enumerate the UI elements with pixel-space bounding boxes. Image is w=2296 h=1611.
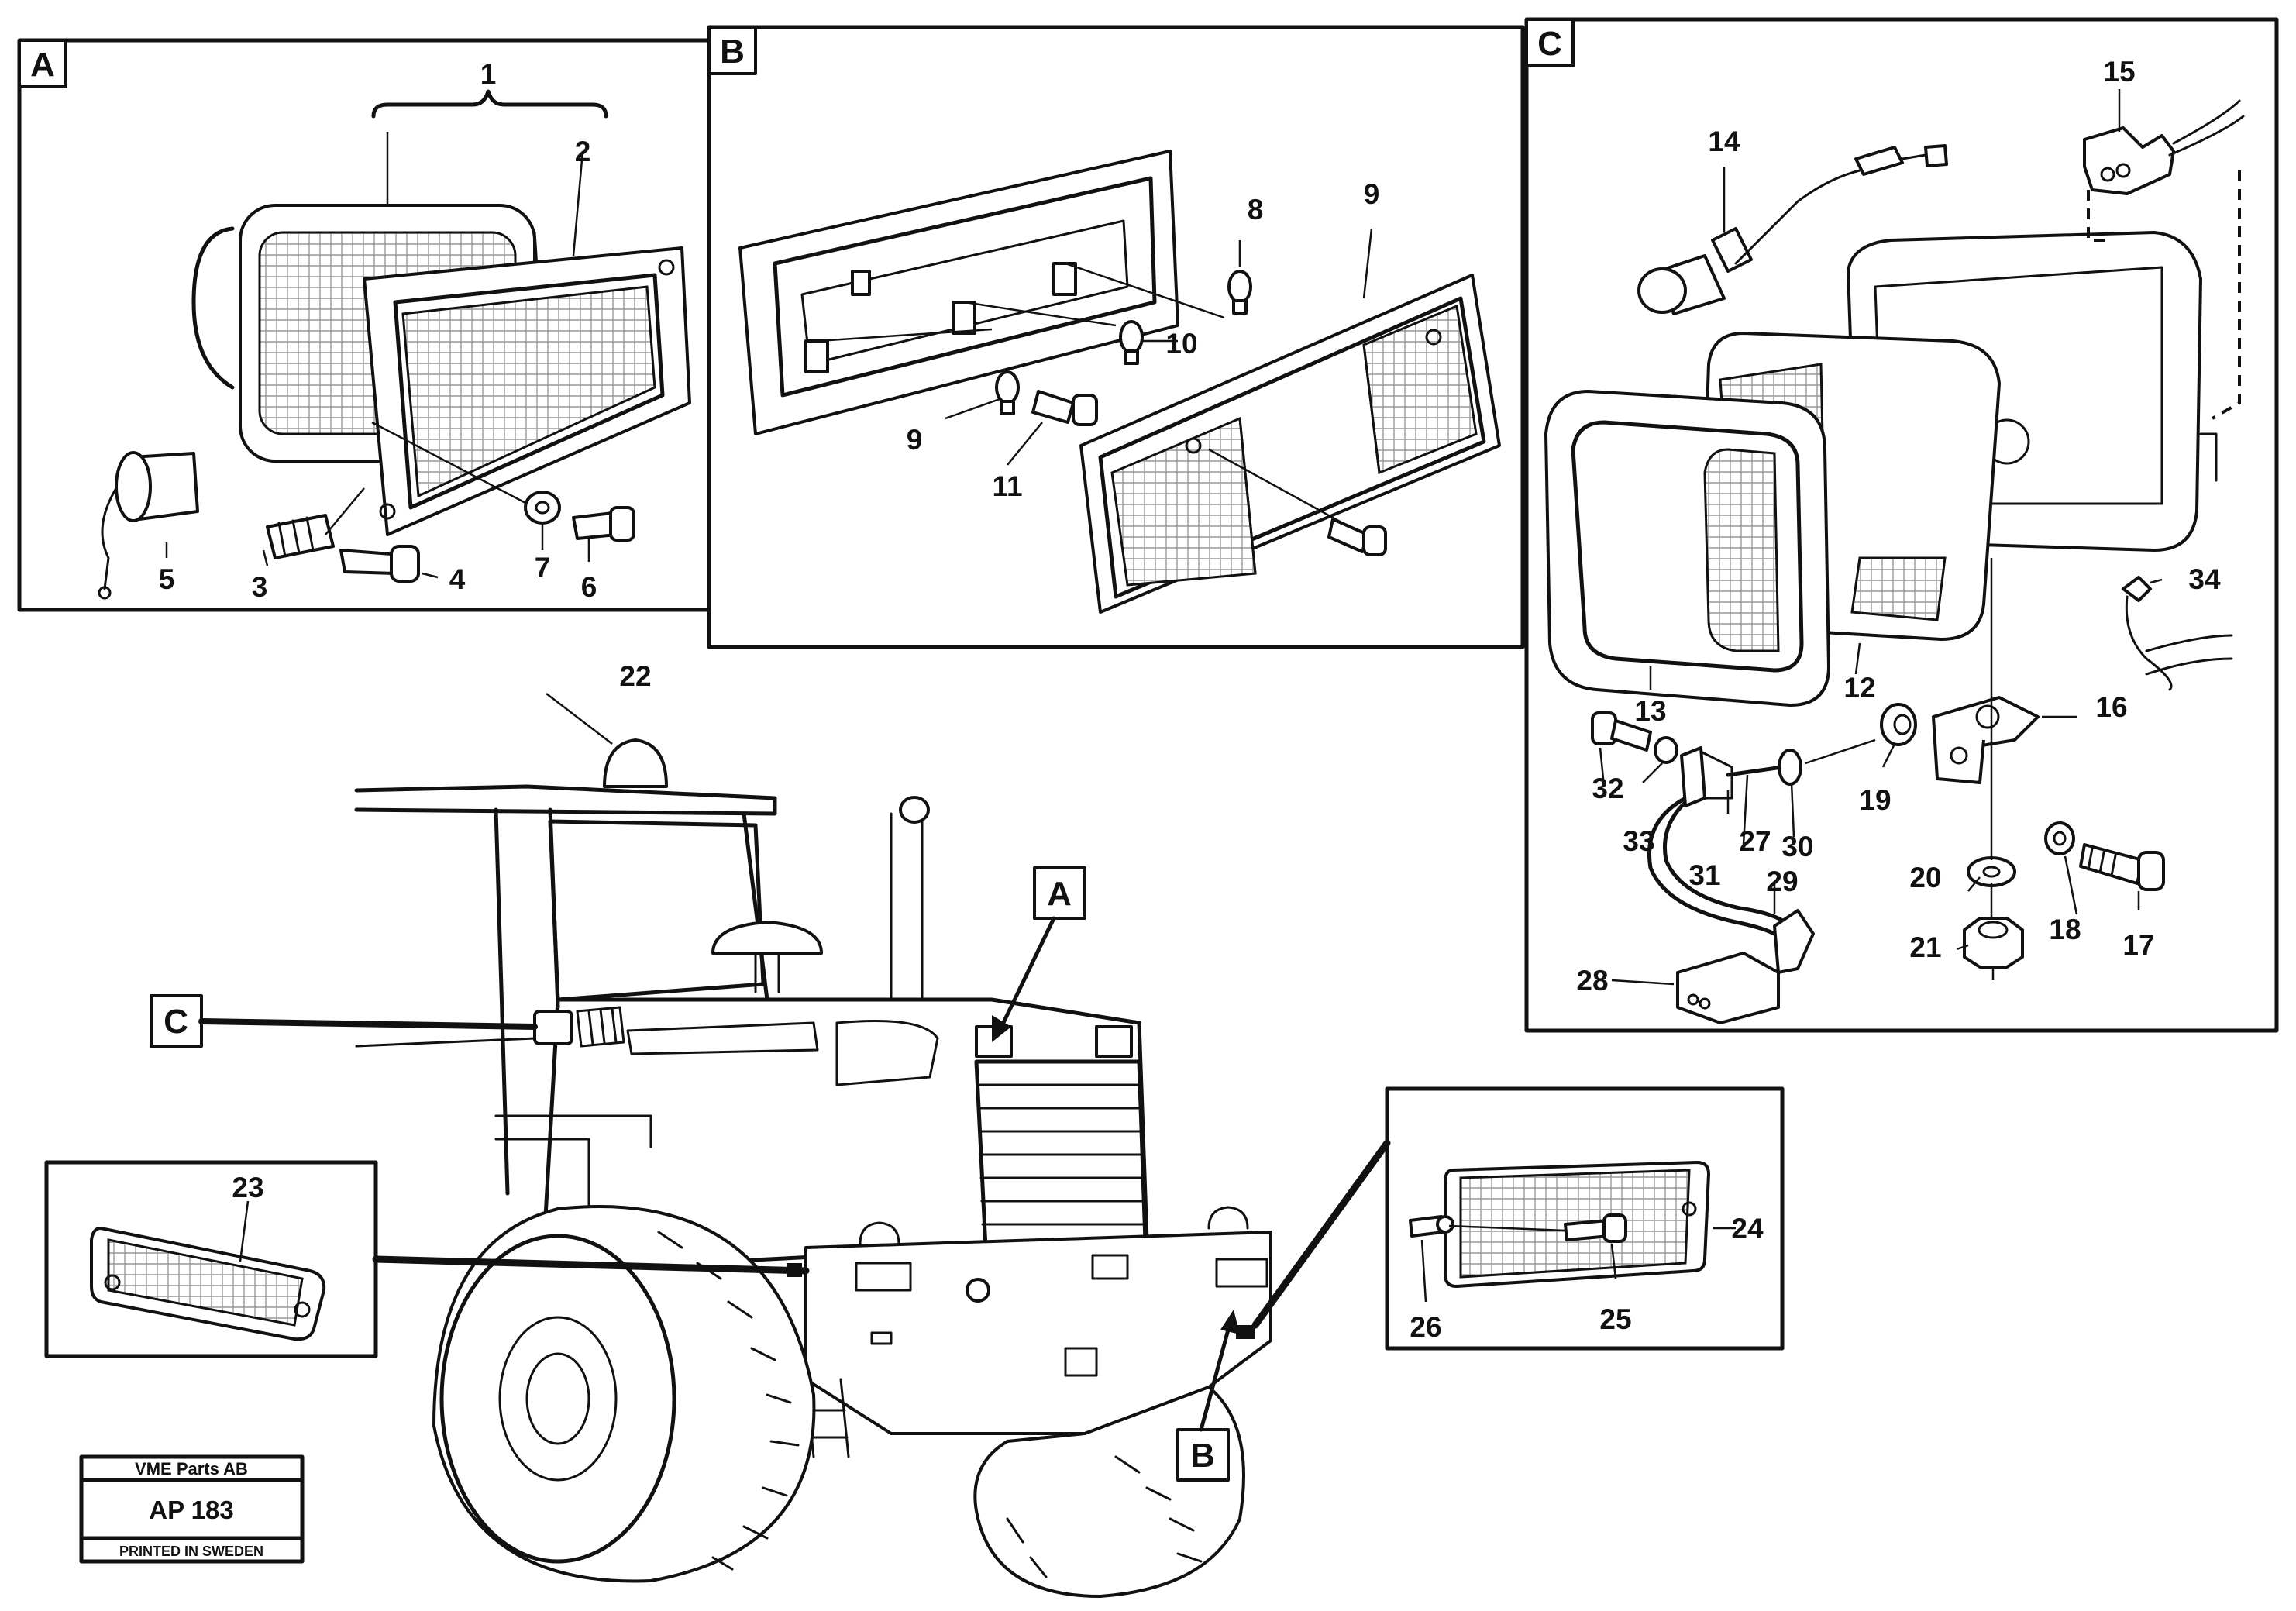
label-33: 33 [1623,825,1654,857]
clamp-31 [1680,746,1733,807]
label-12: 12 [1843,672,1875,704]
label-1-bracket [371,89,608,119]
tire-left [432,1205,816,1583]
label-5: 5 [159,563,175,595]
label-22: 22 [619,660,651,692]
right-inset: 24 25 26 [1251,1086,1785,1351]
panel-b-frame [707,25,1525,649]
lamp-rim-13 [1544,390,1830,707]
screw-11 [1031,390,1098,426]
screw-lens [1327,518,1387,556]
label-1: 1 [480,58,497,90]
label-30: 30 [1781,831,1813,862]
connector-15 [2083,99,2245,420]
rod-27 [1726,765,1785,777]
label-9-upper: 9 [1364,178,1380,210]
nut-19 [1880,703,1917,746]
label-29: 29 [1766,866,1798,897]
washer-33 [1654,736,1678,764]
callout-c: C [150,994,538,1048]
washer-18 [2044,821,2075,855]
bolt-17 [2079,843,2165,891]
bulb-9-lower [995,370,1020,415]
label-32: 32 [1592,773,1623,804]
label-3: 3 [252,571,268,603]
label-6: 6 [581,571,597,603]
bracket-16 [1932,696,2040,784]
beacon [603,738,668,788]
panel-a: A [17,38,711,612]
label-34: 34 [2188,563,2221,595]
grille-light-left [975,1025,1013,1058]
screw-6 [572,506,635,542]
stamp-code: AP 183 [149,1496,233,1524]
label-25: 25 [1599,1303,1631,1335]
panel-b: B [707,25,1525,649]
left-inset: 23 [44,1160,810,1358]
cab-work-light [533,1010,573,1045]
label-27: 27 [1739,825,1771,857]
panel-c: C [1524,17,2279,1033]
panel-a-tag-box [18,39,67,88]
screw-32 [1591,711,1652,752]
label-24: 24 [1731,1213,1764,1244]
label-9-lower: 9 [907,424,923,456]
panel-a-tag: A [30,46,55,84]
stamp-printed: PRINTED IN SWEDEN [119,1544,263,1559]
label-7: 7 [535,552,551,583]
callout-a-tag: A [1047,875,1072,913]
publisher-stamp: VME Parts AB AP 183 PRINTED IN SWEDEN [79,1454,305,1564]
bulb-14 [1637,144,1948,315]
nut-21 [1963,917,2024,969]
grille-light-right [1095,1025,1133,1058]
callout-c-tag: C [164,1003,188,1041]
washer-7 [524,491,561,525]
label-13: 13 [1634,695,1666,727]
callout-b: B [1176,1310,1240,1482]
panel-b-tag-box [707,26,757,75]
label-14: 14 [1708,126,1740,157]
bolt-4 [339,545,420,583]
tail-lamp-lens [1079,274,1501,614]
panel-c-frame [1524,17,2279,1033]
label-16: 16 [2095,691,2127,723]
adjust-screw-3 [266,514,335,559]
panel-b-tag: B [720,33,745,71]
label-19: 19 [1859,784,1891,816]
clip-34 [2122,576,2233,691]
label-31: 31 [1688,859,1720,891]
label-20: 20 [1909,862,1941,893]
label-4: 4 [449,563,466,595]
bulb-9-upper [1227,270,1252,315]
label-21: 21 [1909,931,1941,963]
washer-30 [1778,749,1802,786]
label-28: 28 [1576,965,1608,997]
label-26: 26 [1410,1311,1441,1343]
lamp-frame [363,246,691,536]
tail-lamp-base [738,150,1225,435]
callout-b-tag: B [1190,1437,1215,1475]
bulb-5 [98,451,199,600]
label-17: 17 [2122,929,2154,961]
label-23: 23 [232,1172,263,1203]
cable-harness [1647,788,1815,1024]
label-10: 10 [1165,328,1197,360]
label-2: 2 [575,136,591,167]
callout-a: A [992,866,1086,1042]
bulb-10 [1119,320,1144,365]
label-11: 11 [992,470,1022,502]
label-8: 8 [1248,194,1264,225]
wheel-loader: 22 [354,660,1272,1598]
stamp-company: VME Parts AB [135,1459,248,1478]
panel-c-tag-box [1525,18,1575,67]
label-18: 18 [2049,914,2081,945]
label-15: 15 [2103,56,2135,88]
panel-c-tag: C [1537,25,1562,63]
